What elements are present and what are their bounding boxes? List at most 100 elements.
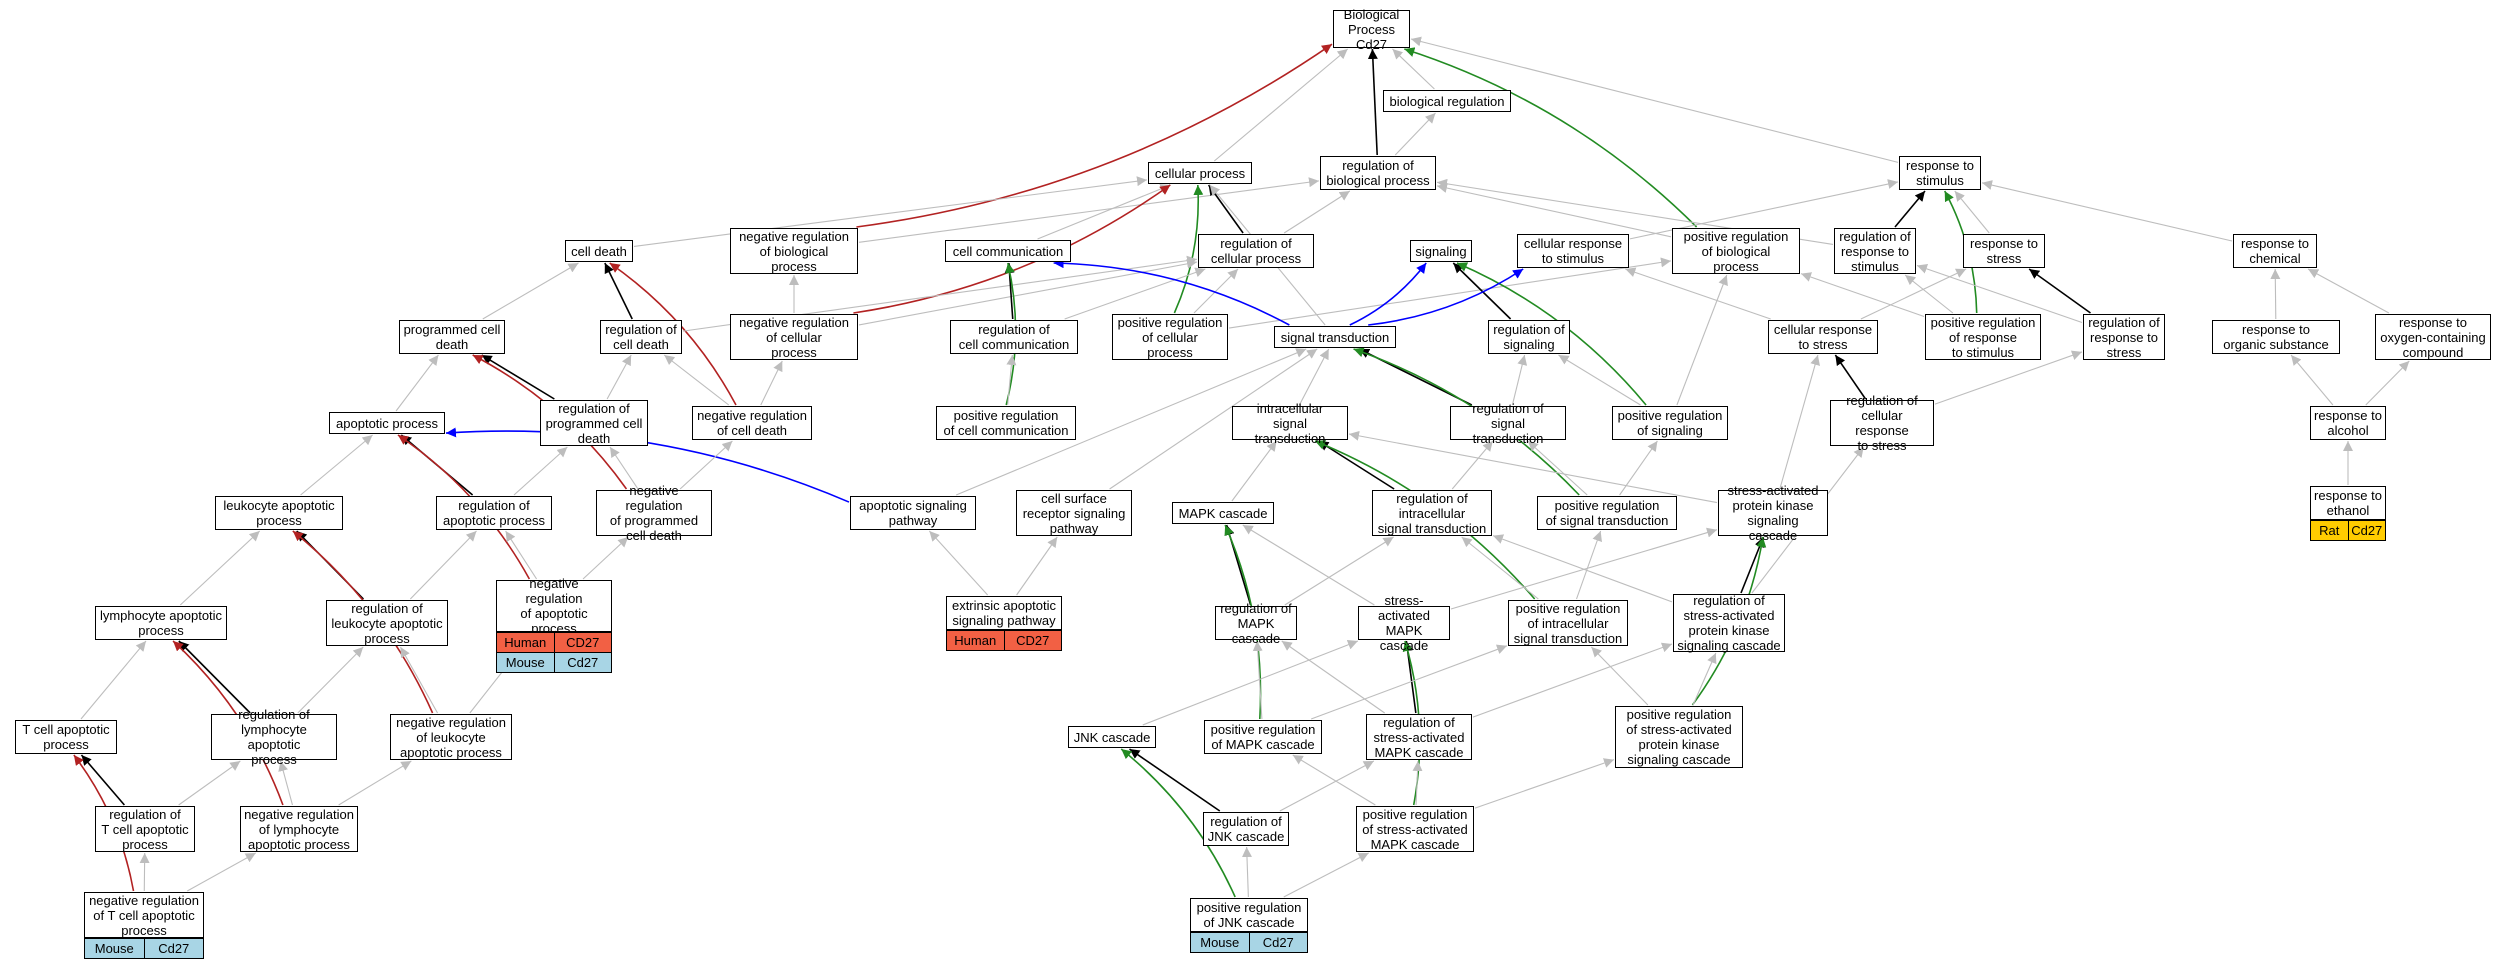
go-term-possamapk[interactable]: positive regulation of stress-activated … [1356,806,1474,852]
go-term-resporg[interactable]: response to organic substance [2212,320,2340,354]
go-term-regrespstress[interactable]: regulation of response to stress [2083,314,2165,360]
go-term-respoxy[interactable]: response to oxygen-containing compound [2375,314,2491,360]
go-term-leukapop[interactable]: leukocyte apoptotic process [215,496,343,530]
go-term-negleuk[interactable]: negative regulation of leukocyte apoptot… [390,714,512,760]
go-term-regcell[interactable]: regulation of cellular process [1198,234,1314,268]
edge-is-a [1006,354,1017,406]
go-term-regintra[interactable]: regulation of intracellular signal trans… [1372,490,1492,536]
go-term-negbio[interactable]: negative regulation of biological proces… [730,228,858,274]
go-term-cellresp[interactable]: cellular response to stimulus [1517,234,1629,268]
go-term-respstim[interactable]: response to stimulus [1899,156,1981,190]
go-term-cellrespstress[interactable]: cellular response to stress [1768,320,1878,354]
go-term-extrinsic[interactable]: extrinsic apoptotic signaling pathway [946,596,1062,630]
go-term-mapk[interactable]: MAPK cascade [1172,502,1274,524]
go-term-possigtrans[interactable]: positive regulation of signal transducti… [1537,496,1677,530]
edge-is-a [1281,640,1385,714]
go-term-samapk[interactable]: stress-activated MAPK cascade [1358,593,1450,653]
go-term-regtcell[interactable]: regulation of T cell apoptotic process [95,806,195,852]
go-term-posresp[interactable]: positive regulation of response to stimu… [1925,314,2041,360]
go-term-regapop[interactable]: regulation of apoptotic process [436,496,552,530]
go-term-apopsigpath[interactable]: apoptotic signaling pathway [850,496,976,530]
go-term-regcelldeath[interactable]: regulation of cell death [600,320,682,354]
go-term-regmapk[interactable]: regulation of MAPK cascade [1215,601,1297,646]
go-term-regjnk[interactable]: regulation of JNK cascade [1203,812,1289,846]
edge-is-a [1213,48,1349,162]
go-term-celldeath[interactable]: cell death [565,240,633,262]
gene-label: Cd27 [1248,933,1308,952]
edge-is-a [278,760,294,806]
edge-is-a [1231,440,1278,502]
go-term-negcellular[interactable]: negative regulation of cellular process [730,314,858,360]
edge-part-of [1317,440,1395,490]
go-term-regsigtrans[interactable]: regulation of signal transduction [1450,401,1566,446]
edge-regulates [1368,268,1524,326]
go-term-bp[interactable]: Biological Process Cd27 [1333,7,1410,52]
go-term-lymphapop[interactable]: lymphocyte apoptotic process [95,606,227,640]
go-term-respalc[interactable]: response to alcohol [2310,406,2386,440]
go-term-negtcell[interactable]: negative regulation of T cell apoptotic … [84,892,204,938]
go-term-regcomm[interactable]: regulation of cell communication [950,320,1078,354]
edge-is-a [482,262,579,320]
go-term-apoptotic[interactable]: apoptotic process [329,412,445,434]
go-term-reglymph[interactable]: regulation of lymphocyte apoptotic proce… [211,707,337,767]
edge-negative [853,184,1171,314]
go-term-jnk[interactable]: JNK cascade [1068,726,1156,748]
go-term-sapk[interactable]: stress-activated protein kinase signalin… [1718,483,1828,543]
edge-regulates [1349,262,1427,326]
go-term-negapop[interactable]: negative regulation of apoptotic process [496,576,612,636]
go-term-regsamapk[interactable]: regulation of stress-activated MAPK casc… [1366,714,1472,760]
edge-is-a [582,536,629,580]
go-term-neglymph[interactable]: negative regulation of lymphocyte apopto… [240,806,358,852]
go-term-cellcomm[interactable]: cell communication [945,240,1071,262]
edge-is-a [1625,267,1771,320]
go-term-respchem[interactable]: response to chemical [2233,234,2317,268]
edge-is-a [1451,440,1494,490]
go-term-sigtrans[interactable]: signal transduction [1274,326,1396,348]
edge-is-a [1310,644,1508,720]
edge-is-a [1934,350,2083,405]
go-term-poscellular[interactable]: positive regulation of cellular process [1112,314,1228,360]
go-term-posjnk[interactable]: positive regulation of JNK cascade [1190,898,1308,932]
go-term-regcellstress[interactable]: regulation of cellular response to stres… [1830,393,1934,453]
go-term-cellsurf[interactable]: cell surface receptor signaling pathway [1016,490,1132,536]
edge-is-a [1064,267,1206,320]
go-term-poscomm[interactable]: positive regulation of cell communicatio… [936,406,1076,440]
go-term-possapk[interactable]: positive regulation of stress-activated … [1615,706,1743,768]
edge-is-a [1392,48,1435,90]
go-term-pcd[interactable]: programmed cell death [399,320,505,354]
go-term-intracell[interactable]: intracellular signal transduction [1232,401,1348,446]
go-term-bioreg[interactable]: biological regulation [1383,90,1511,112]
go-term-respstress[interactable]: response to stress [1963,234,2045,268]
edge-is-a [395,354,439,412]
gene-label: Cd27 [2347,521,2386,540]
go-term-negcelldeath[interactable]: negative regulation of cell death [692,406,812,440]
go-term-regresp[interactable]: regulation of response to stimulus [1834,228,1916,274]
go-term-possig[interactable]: positive regulation of signaling [1612,406,1728,440]
edge-is-a [2307,268,2390,314]
edge-is-a [1461,536,1539,600]
edge-is-a [1412,760,1423,806]
go-term-posbio[interactable]: positive regulation of biological proces… [1672,228,1800,274]
go-term-regsapk[interactable]: regulation of stress-activated protein k… [1673,593,1785,653]
go-term-regleuk[interactable]: regulation of leukocyte apoptotic proces… [326,600,448,646]
edge-is-a [1228,257,1672,329]
edge-is-a [1242,524,1375,606]
go-term-regsig[interactable]: regulation of signaling [1488,320,1570,354]
edge-is-a [399,646,439,714]
go-term-signaling[interactable]: signaling [1410,240,1472,262]
go-term-regbio[interactable]: regulation of biological process [1320,156,1436,190]
go-term-tcellapop[interactable]: T cell apoptotic process [15,720,117,754]
go-term-respeth[interactable]: response to ethanol [2310,486,2386,520]
edge-is-a [1558,354,1641,406]
edge-is-a [1904,274,1954,314]
edge-is-a [606,354,632,400]
go-term-posintra[interactable]: positive regulation of intracellular sig… [1508,600,1628,646]
gene-label: Cd27 [553,653,612,672]
go-term-negpcd[interactable]: negative regulation of programmed cell d… [596,483,712,543]
go-term-cellproc[interactable]: cellular process [1148,162,1252,184]
go-term-posmapk[interactable]: positive regulation of MAPK cascade [1204,720,1322,754]
edge-is-a [1575,530,1602,600]
go-term-regpcd[interactable]: regulation of programmed cell death [540,400,648,446]
